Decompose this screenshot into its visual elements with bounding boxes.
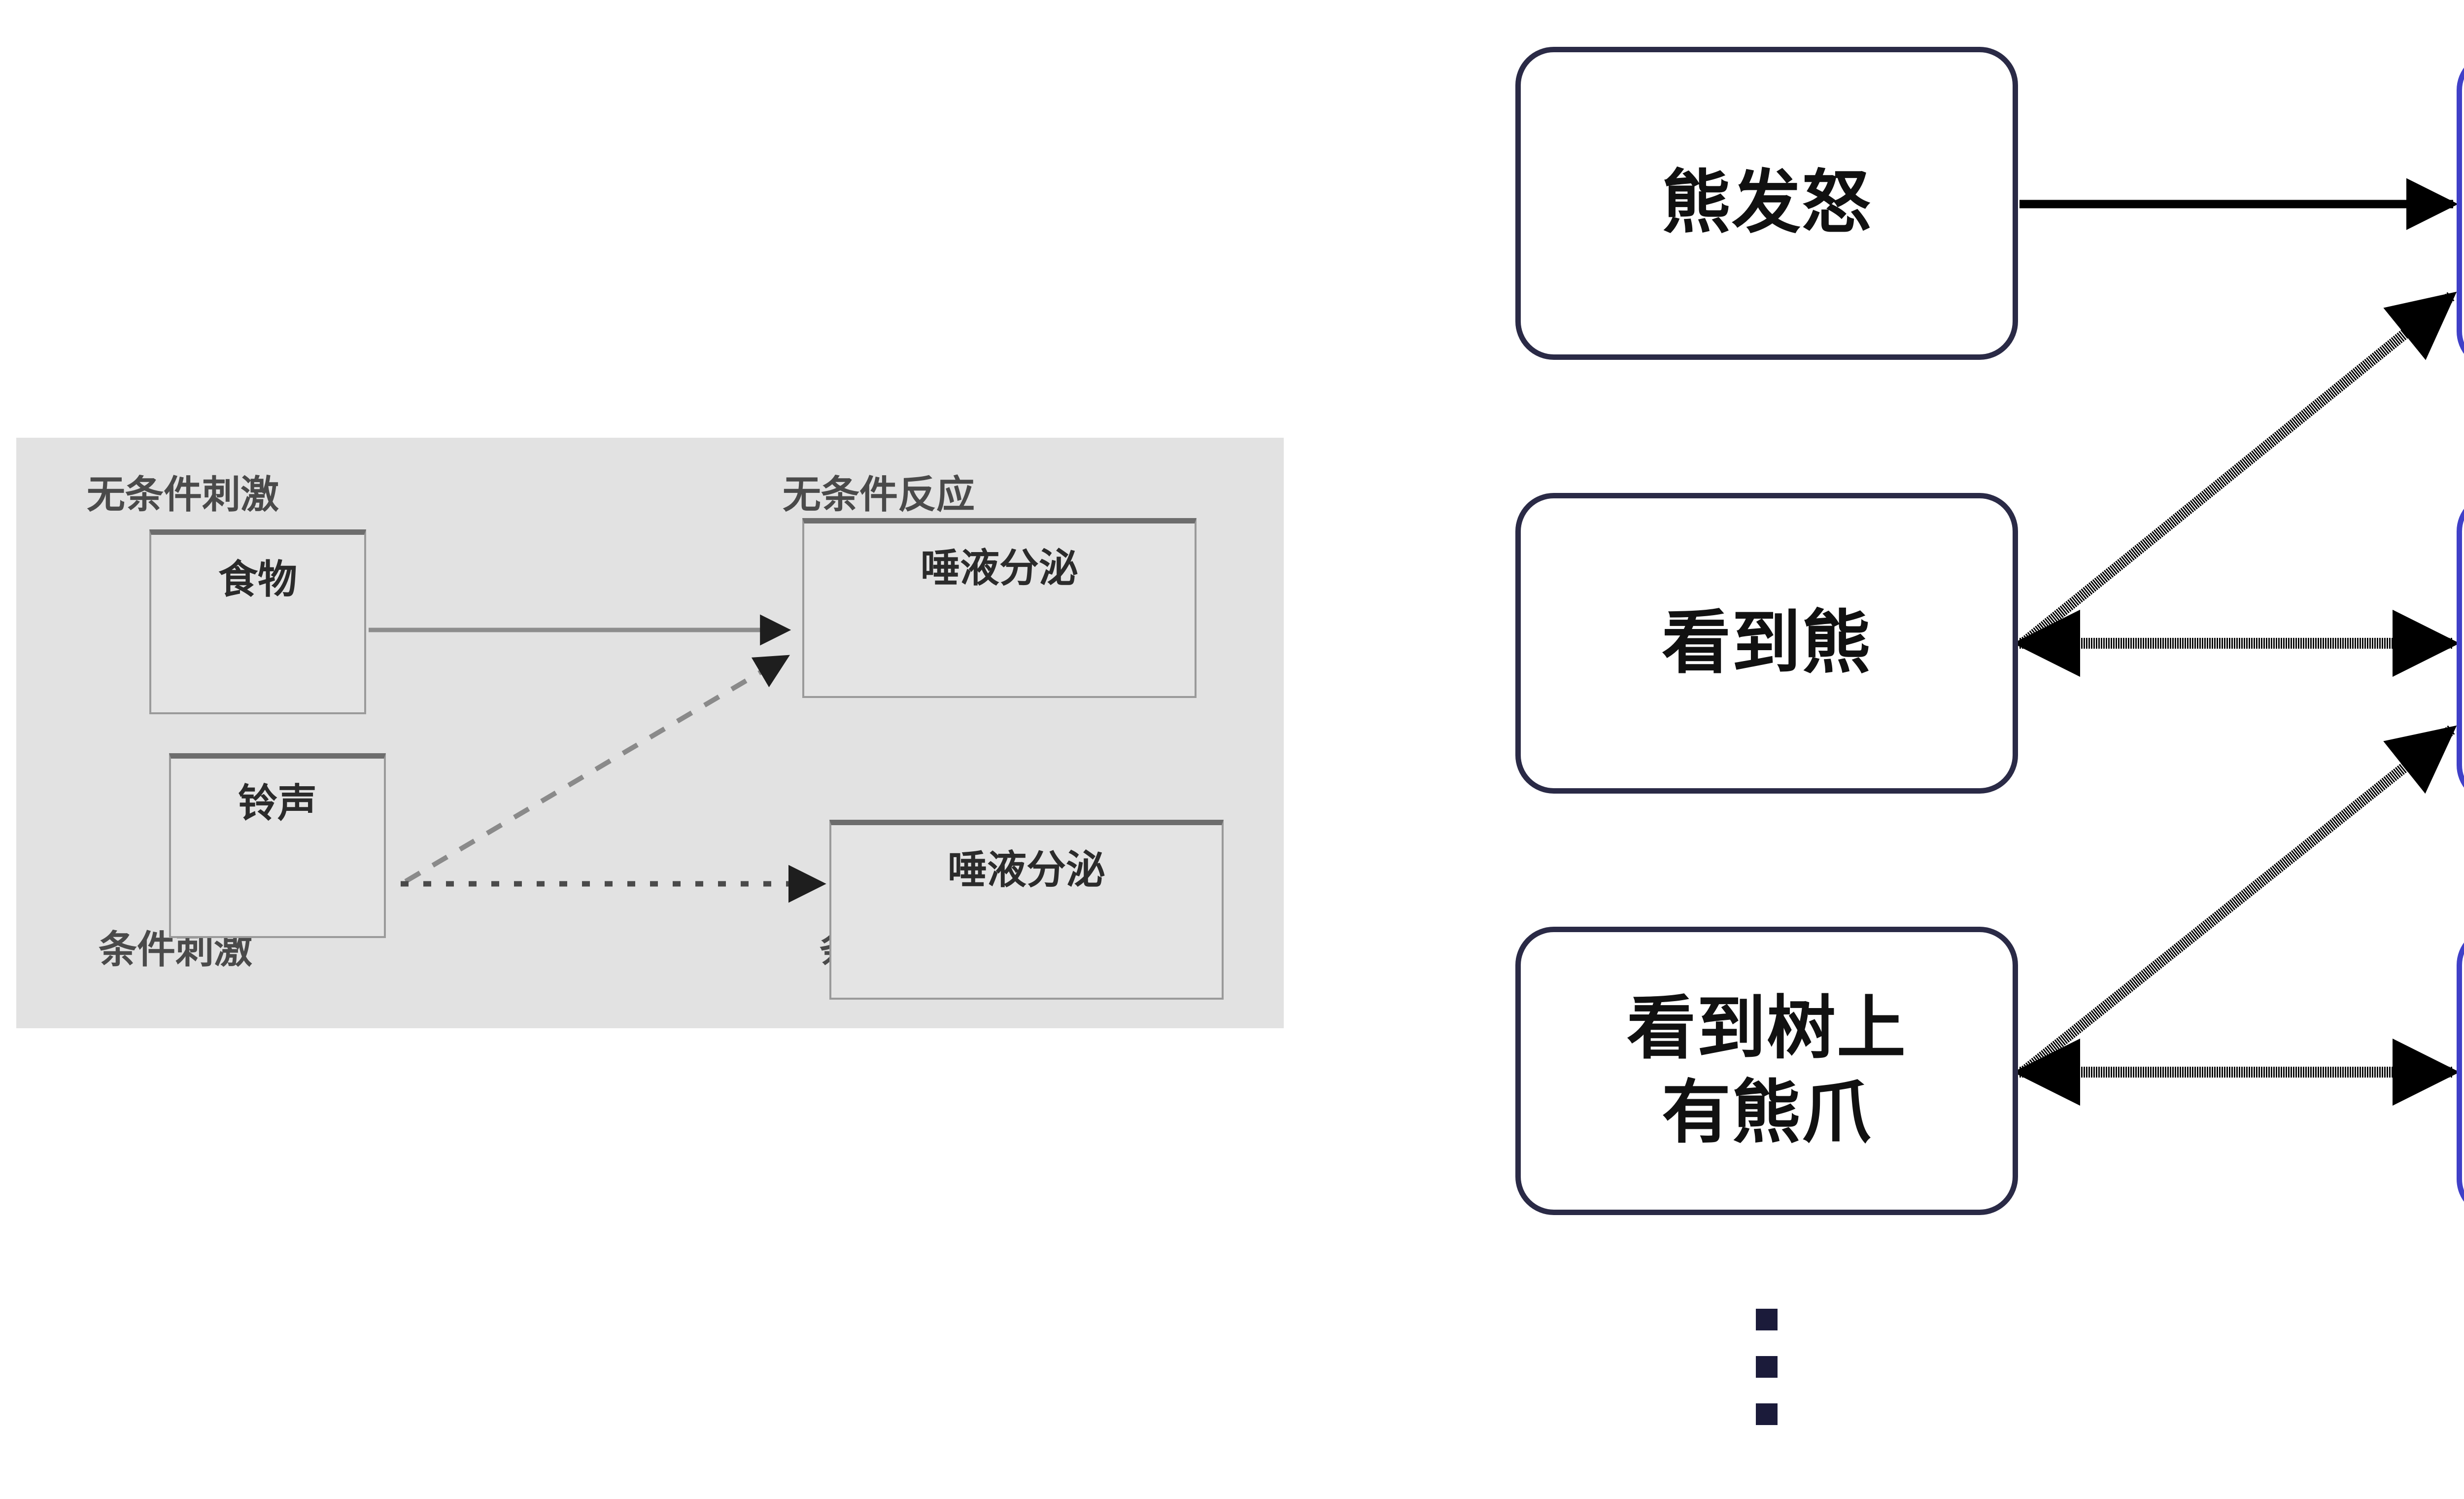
node-see-bear-claw-on-tree[interactable]: 看到树上 有熊爪 xyxy=(1515,927,2018,1215)
ellipsis-dot xyxy=(1756,1356,1778,1378)
node-value-s[interactable]: V(s) xyxy=(2457,927,2464,1218)
pavlov-conditioning-panel: 无条件刺激 无条件反应 条件刺激 条件反应 食物 铃声 唾液分泌 唾液分泌 xyxy=(16,438,1284,1028)
caption-unconditioned-stimulus: 无条件刺激 xyxy=(87,473,279,517)
node-bear-angry[interactable]: 熊发怒 xyxy=(1515,47,2018,360)
caption-unconditioned-response: 无条件反应 xyxy=(783,473,975,517)
pavlov-box-salivation-bottom: 唾液分泌 xyxy=(829,820,1224,1000)
node-value-s-prime[interactable]: V(s′) xyxy=(2457,493,2464,803)
node-claw-label-line2: 有熊爪 xyxy=(1661,1072,1872,1153)
pavlov-box-bell-label: 铃声 xyxy=(238,780,317,826)
node-reward[interactable]: 奖励 xyxy=(2457,52,2464,370)
pavlov-box-food: 食物 xyxy=(149,529,366,714)
node-see-bear-claw-on-tree-label: 看到树上 有熊爪 xyxy=(1627,987,1907,1155)
ellipsis-left-column xyxy=(1756,1309,1778,1425)
node-see-bear[interactable]: 看到熊 xyxy=(1515,493,2018,794)
pavlov-box-salivation-bottom-label: 唾液分泌 xyxy=(948,847,1105,893)
pavlov-box-bell: 铃声 xyxy=(169,753,386,938)
node-bear-angry-label: 熊发怒 xyxy=(1661,163,1872,244)
edge-bell-to-salivation-top xyxy=(404,655,790,884)
pavlov-edges xyxy=(369,614,826,903)
ellipsis-dot xyxy=(1756,1309,1778,1330)
pavlov-box-salivation-top: 唾液分泌 xyxy=(802,518,1197,698)
edge-claw-to-vsprime xyxy=(2019,725,2457,1077)
node-see-bear-label: 看到熊 xyxy=(1661,602,1872,683)
node-claw-label-line1: 看到树上 xyxy=(1626,988,1907,1069)
ellipsis-dot xyxy=(1756,1403,1778,1425)
pavlov-box-salivation-top-label: 唾液分泌 xyxy=(921,545,1078,591)
edge-see-bear-to-reward xyxy=(2019,291,2457,648)
pavlov-box-food-label: 食物 xyxy=(218,557,297,602)
